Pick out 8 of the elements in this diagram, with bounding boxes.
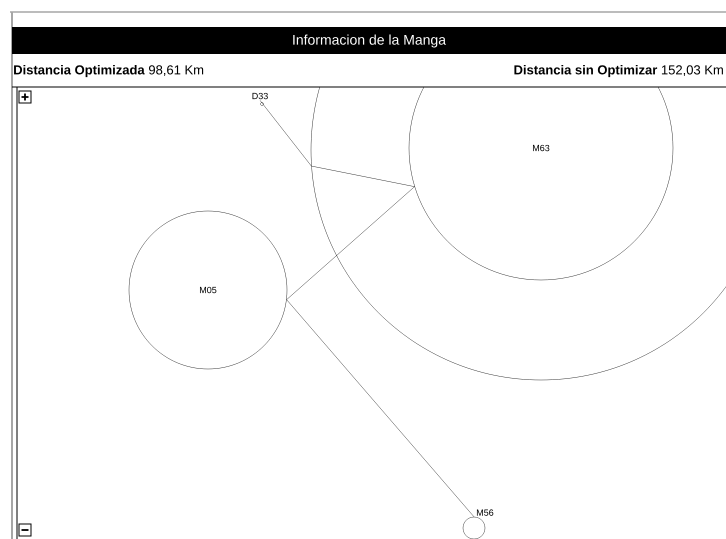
info-text: Distancia sin Optimizar 152,03 Km [514,64,723,78]
route-line [260,100,312,166]
header-bar: Informacion de la Manga [12,27,726,54]
info-text: Distancia Optimizada 98,61 Km [14,64,204,78]
point-label: D33 [252,92,268,106]
route-line [286,186,415,300]
route-line [286,299,474,517]
route-line [311,166,415,187]
